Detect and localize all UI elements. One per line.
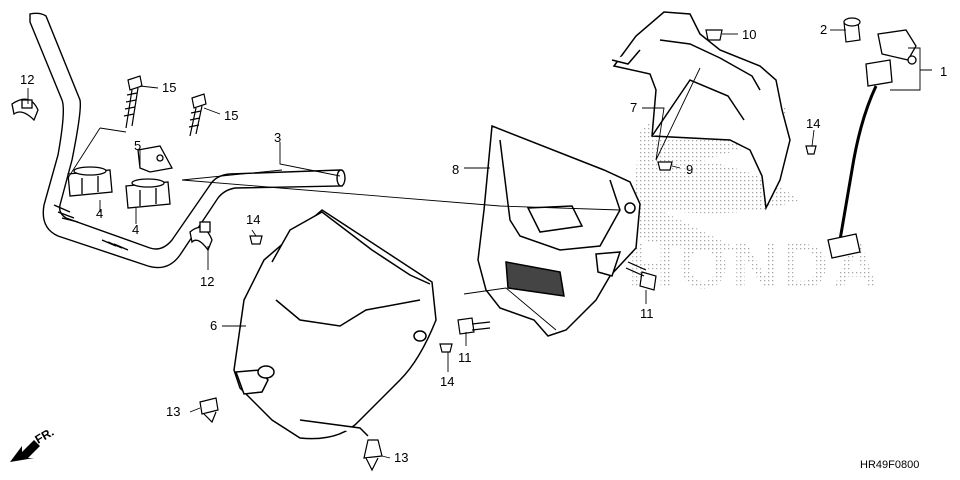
switch-assembly-part-1 [827,29,917,259]
handlebar-holder-left [67,166,113,197]
push-rivet-part-13-bottom [363,439,383,472]
upper-cover-part-7 [611,11,791,211]
handlebar-part [29,12,346,269]
callout-11-right: 11 [640,306,654,321]
callout-10: 10 [742,27,756,42]
callout-6: 6 [210,318,217,333]
callout-9: 9 [686,162,693,177]
front-arrow-icon [10,440,40,462]
callout-4-left: 4 [96,206,103,221]
callout-1: 1 [940,64,947,79]
callout-11-left: 11 [458,350,472,365]
callout-8: 8 [452,162,459,177]
handlebar-holder-right [125,178,171,209]
clip-part-14-b [439,343,453,353]
grommet-part-9 [657,161,673,171]
callout-2: 2 [820,22,827,37]
clip-part-10 [705,29,723,41]
push-rivet-part-13-left [199,397,219,424]
callout-13-bottom: 13 [394,450,408,465]
light-case-part-8 [477,124,641,337]
front-direction-indicator: FR. [10,425,56,462]
drawing-code: HR49F0800 [860,459,919,471]
callout-5: 5 [134,138,141,153]
callout-12-mid: 12 [200,274,214,289]
callout-13-left: 13 [166,404,180,419]
callout-14-right: 14 [806,116,820,131]
bolt-part-11-right [625,261,657,291]
callouts: 1 2 3 4 4 5 6 7 8 9 10 11 11 12 12 13 13… [20,22,947,465]
switch-part-2 [843,17,861,43]
clip-part-14-c [805,145,817,155]
callout-4-right: 4 [132,222,139,237]
callout-12-top: 12 [20,72,34,87]
bolt-part-11-left [457,317,491,335]
clip-part-14-a [249,235,263,245]
leader-lines [27,29,932,459]
headlight-cover-part-6 [233,209,437,440]
bolt-part-15-right [188,93,207,137]
cable-band-part-12-top [11,98,39,122]
bracket-part-5 [137,145,174,173]
bolt-part-15-left [123,75,143,129]
callout-7: 7 [630,100,637,115]
callout-15-left: 15 [162,80,176,95]
callout-14-bottom: 14 [440,374,454,389]
callout-15-right: 15 [224,108,238,123]
callout-3: 3 [274,130,281,145]
callout-14-left: 14 [246,212,260,227]
